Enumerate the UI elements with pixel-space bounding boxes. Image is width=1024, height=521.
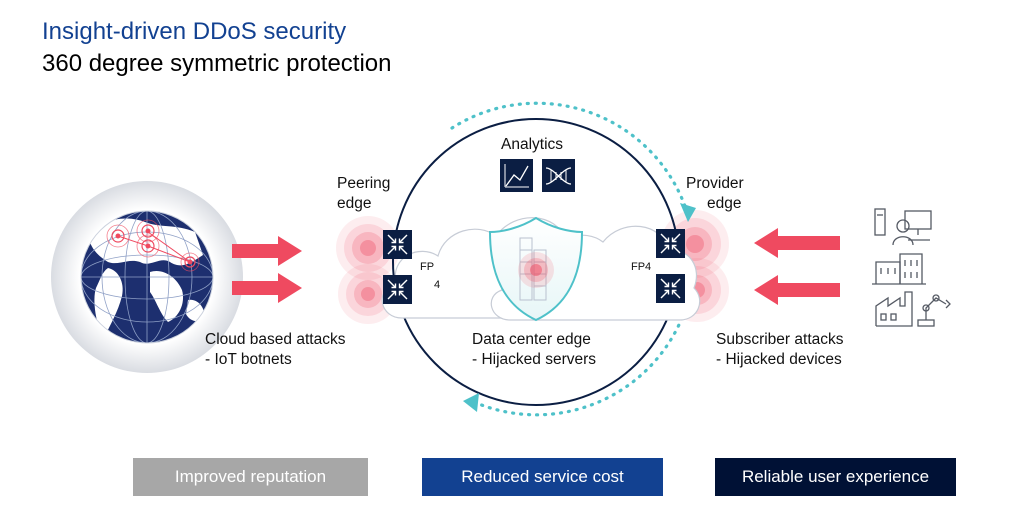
building-icon: [872, 253, 926, 285]
router-icon: [656, 274, 685, 303]
reduced-service-cost-button[interactable]: Reduced service cost: [422, 458, 663, 496]
cycle-arrowhead-bottom: [463, 393, 479, 412]
factory-icon: [875, 291, 913, 327]
datacenter-line1: Data center edge: [472, 331, 591, 348]
cloud-attacks-line1: Cloud based attacks: [205, 331, 346, 348]
robot-arm-icon: [917, 294, 951, 327]
page-subtitle: 360 degree symmetric protection: [42, 50, 392, 77]
right-attack-arrows: [754, 228, 840, 305]
fp-left-label: FP: [420, 261, 435, 273]
peering-edge-label-line1: Peering: [337, 175, 391, 192]
router-icon: [383, 230, 412, 259]
page-title: Insight-driven DDoS security: [42, 18, 347, 45]
shield-icon: [488, 216, 584, 322]
router-icon: [383, 275, 412, 304]
computer-user-icon: [874, 208, 932, 246]
subscriber-attacks-line2: - Hijacked devices: [716, 351, 842, 368]
globe-icon: [51, 181, 243, 373]
subscriber-attacks-line1: Subscriber attacks: [716, 331, 844, 348]
router-icons: [383, 229, 685, 304]
improved-reputation-button[interactable]: Improved reputation: [133, 458, 368, 496]
left-attack-arrows: [232, 236, 302, 303]
reliable-user-experience-button[interactable]: Reliable user experience: [715, 458, 956, 496]
datacenter-line2: - Hijacked servers: [472, 351, 597, 368]
cloud-attacks-line2: - IoT botnets: [205, 351, 292, 368]
analytics-chart-icon: [500, 159, 533, 192]
cycle-arrows: [450, 101, 690, 417]
dna-icon: [542, 159, 575, 192]
provider-edge-label-line1: Provider: [686, 175, 744, 192]
provider-edge-label-line2: edge: [707, 195, 742, 212]
router-icon: [656, 229, 685, 258]
cycle-arrowhead-top: [680, 203, 696, 222]
left-impact-waves: [336, 216, 400, 324]
fp-right-label: FP4: [631, 261, 652, 273]
fp-left-number: 4: [434, 279, 441, 291]
analytics-label: Analytics: [501, 136, 564, 153]
peering-edge-label-line2: edge: [337, 195, 372, 212]
